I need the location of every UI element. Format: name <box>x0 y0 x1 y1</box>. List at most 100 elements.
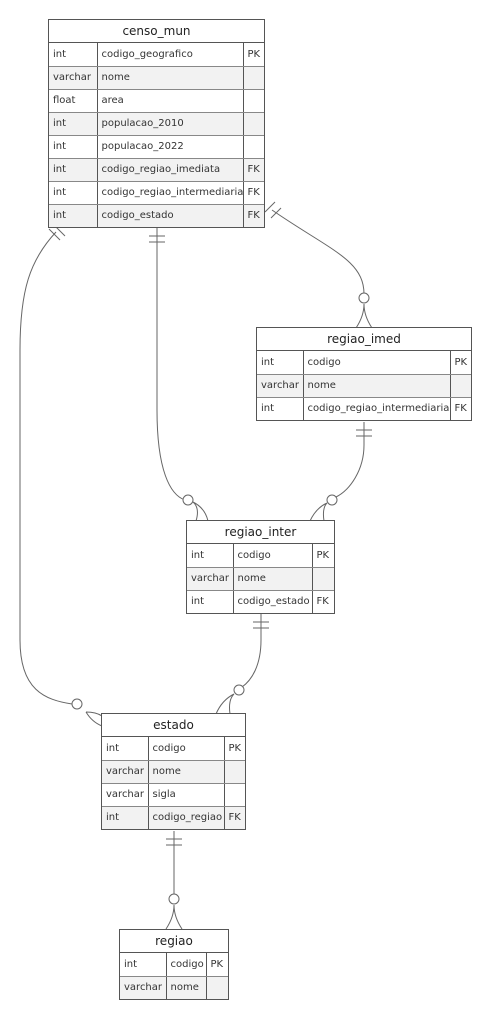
entity-title: censo_mun <box>49 20 264 43</box>
relationship-inter-estado-line <box>241 614 262 688</box>
attribute-type: int <box>257 351 304 375</box>
attribute-type: varchar <box>257 374 304 398</box>
attribute-key <box>243 135 264 159</box>
attribute-name: nome <box>166 976 207 999</box>
attribute-name: codigo_regiao_imediata <box>97 158 244 182</box>
attribute-key: FK <box>316 596 329 608</box>
zero-marker <box>168 893 180 905</box>
attribute-name: nome <box>303 374 451 398</box>
attribute-key: FK <box>454 403 467 415</box>
attribute-type: int <box>49 204 98 227</box>
attribute-type: int <box>49 43 98 67</box>
one-marker <box>270 207 282 219</box>
zero-marker <box>326 494 338 506</box>
attribute-name: codigo <box>303 351 451 375</box>
attribute-key <box>243 89 264 113</box>
attribute-type: varchar <box>102 760 149 784</box>
attribute-key <box>450 374 471 398</box>
attribute-name: nome <box>233 567 313 591</box>
attribute-name: sigla <box>148 783 225 807</box>
attribute-key: FK <box>224 806 245 829</box>
attribute-key <box>312 567 334 591</box>
relationship-censo-imed-line <box>271 209 365 295</box>
one-marker <box>48 228 61 241</box>
entity-title: regiao <box>120 930 228 953</box>
attribute-type: int <box>187 544 234 568</box>
attribute-name: codigo_regiao_intermediaria <box>97 181 244 205</box>
attribute-type: int <box>102 806 149 829</box>
many-marker <box>192 501 209 522</box>
entity-title: regiao_imed <box>257 328 471 351</box>
attribute-key: PK <box>206 953 228 977</box>
attribute-name: codigo_geografico <box>97 43 244 67</box>
attribute-name: populacao_2022 <box>97 135 244 159</box>
attribute-name: codigo <box>233 544 313 568</box>
attribute-type: int <box>49 181 98 205</box>
attribute-name: nome <box>148 760 225 784</box>
attribute-key <box>224 760 245 784</box>
many-marker <box>355 303 373 329</box>
attribute-name: codigo_regiao_intermediaria <box>303 397 451 420</box>
attribute-name: area <box>97 89 244 113</box>
attribute-name: populacao_2010 <box>97 112 244 136</box>
attribute-key: FK <box>243 158 264 182</box>
zero-marker <box>182 494 194 506</box>
attribute-key <box>243 66 264 90</box>
attribute-type: int <box>187 590 234 613</box>
attribute-name: codigo_regiao <box>148 806 225 829</box>
many-marker <box>165 904 183 930</box>
relationship-imed-inter-line <box>335 422 365 498</box>
relationship-censo-estado-line <box>19 231 73 705</box>
attribute-key: PK <box>450 351 471 375</box>
attribute-type: int <box>102 737 149 761</box>
attribute-key: FK <box>243 181 264 205</box>
attribute-type: int <box>49 158 98 182</box>
attribute-type: varchar <box>49 66 98 90</box>
attribute-type: int <box>120 953 167 977</box>
attribute-name: codigo_estado <box>233 590 313 613</box>
attribute-type: int <box>49 112 98 136</box>
many-marker <box>85 711 103 727</box>
attribute-name: codigo <box>148 737 225 761</box>
attribute-type: varchar <box>187 567 234 591</box>
attribute-name: codigo <box>166 953 207 977</box>
attribute-type: varchar <box>120 976 167 999</box>
attribute-key: PK <box>312 544 334 568</box>
zero-marker <box>358 292 370 304</box>
attribute-key <box>224 783 245 807</box>
attribute-type: int <box>257 397 304 420</box>
attribute-name: nome <box>97 66 244 90</box>
attribute-type: float <box>49 89 98 113</box>
